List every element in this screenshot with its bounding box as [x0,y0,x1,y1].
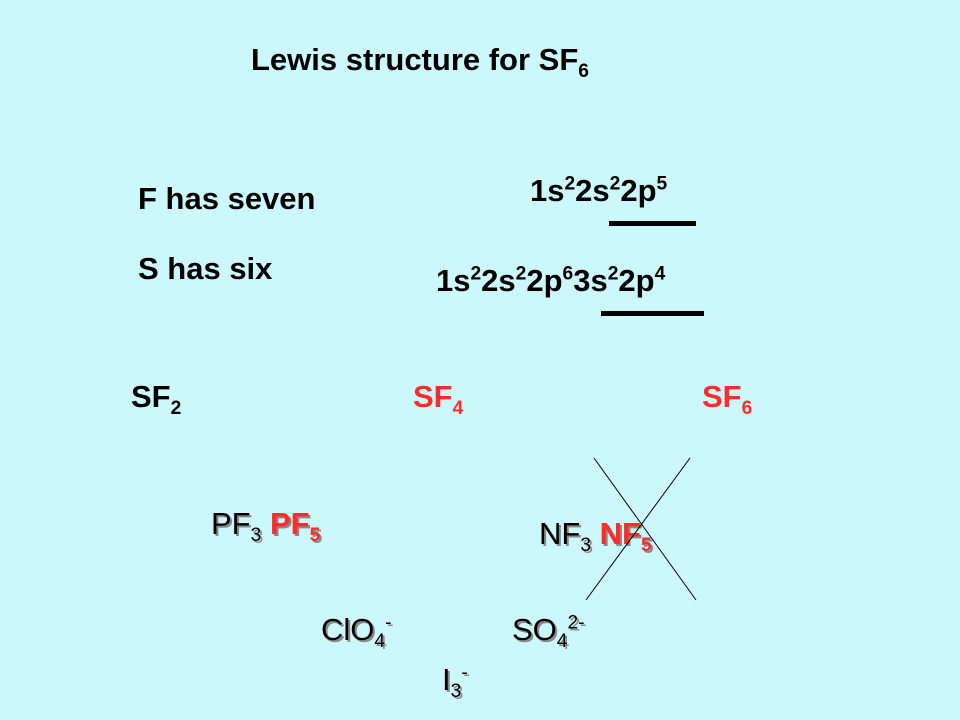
pf3-pf5-formulas: PF3 PF5 [211,506,321,547]
fluorine-electron-config: 1s22s22p5 [530,173,668,208]
sf4-formula: SF4 [413,379,464,420]
sf2-formula: SF2 [131,379,182,420]
fluorine-valence-underline [609,221,696,226]
sulfur-electron-config: 1s22s22p63s22p4 [436,263,666,298]
nf3-nf5-formulas: NF3 NF5 [539,516,652,557]
f-has-seven-text: F has seven [138,181,316,216]
so4-ion: SO42- [512,612,585,653]
sulfur-valence-underline [601,311,704,316]
s-has-six-text: S has six [138,251,273,286]
clo4-ion: ClO4- [321,612,392,653]
sf6-formula: SF6 [702,379,753,420]
i3-ion: I3- [442,662,468,703]
slide-title: Lewis structure for SF6 [251,42,589,83]
